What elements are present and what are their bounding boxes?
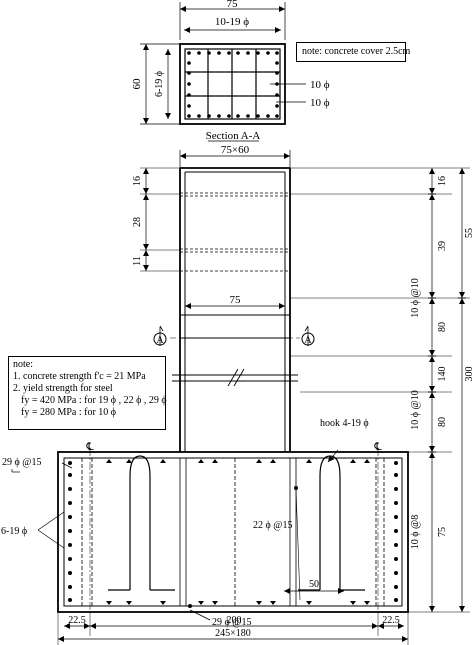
note-line-4: fy = 420 MPa : for 19 ϕ , 22 ϕ , 29 ϕ [21,395,167,406]
inner-width-label: 75 [230,294,242,306]
hook-label: hook 4-19 ϕ [320,418,369,429]
section-rebar-dots [187,51,279,118]
footing-top-bars-label: 29 ϕ @15 [2,457,41,468]
section-side-bars-label: 6-19 ϕ [154,71,165,97]
section-tie-label-1: 10 ϕ [310,79,330,91]
spacing-dim-label: 50 [309,579,319,590]
footing [11,448,409,645]
note-line-1: note: [13,359,33,370]
section-title: Section A-A [206,130,261,142]
section-top-bars-label: 10-19 ϕ [215,16,249,28]
section-width-dim: 75 [227,0,239,10]
note-line-5: fy = 280 MPa : for 10 ϕ [21,407,117,418]
section-height-dim: 60 [131,78,143,90]
tie-spacing-lower: 10 ϕ @10 [410,390,421,429]
footing-rebar-dots [68,459,398,608]
right-dim-140: 140 [437,367,448,382]
left-dim-28: 28 [132,217,143,227]
column-elevation [140,150,470,613]
section-marker-right [301,332,315,346]
middle-dim: 200 [227,615,242,626]
right-dim-39: 39 [437,241,448,251]
cover-note-box: note: concrete cover 2.5cm [296,42,411,62]
overall-dim: 245×180 [215,628,251,639]
footing-side-bars-label: 6-19 ϕ [1,526,27,537]
section-tie-label-2: 10 ϕ [310,97,330,109]
stirrup-label: 22 ϕ @15 [253,520,292,531]
bottom-bars-label: 29 ϕ @15 [212,617,251,628]
note-line-3: 2. yield strength for steel [13,383,113,394]
right-dim-16: 16 [437,176,448,186]
column-size-label: 75×60 [221,144,250,156]
cl-mark-left: ℄ [85,441,93,453]
left-dim-11: 11 [132,256,143,266]
section-marker-left [153,332,167,346]
cover-note-text: note: concrete cover 2.5cm [302,46,411,57]
right-dim-80-lower: 80 [437,417,448,427]
section-marker-left-label: A [156,335,164,346]
material-note-box: note: 1. concrete strength f'c = 21 MPa … [8,356,167,430]
note-line-2: 1. concrete strength f'c = 21 MPa [13,371,146,382]
section-marker-right-label: A [304,335,312,346]
outer-dim-55: 55 [464,228,474,238]
cl-mark-right: ℄ [373,441,381,453]
edge-left-dim: 22.5 [68,615,86,626]
outer-dim-300: 300 [464,367,474,382]
tie-spacing-base: 10 ϕ @8 [410,515,421,549]
right-dim-80-upper: 80 [437,322,448,332]
right-dim-75: 75 [437,527,448,537]
edge-right-dim: 22.5 [382,615,400,626]
footing-outline [57,451,409,613]
section-a-a [140,2,306,142]
tie-spacing-upper: 10 ϕ @10 [410,278,421,317]
left-dim-16: 16 [132,176,143,186]
